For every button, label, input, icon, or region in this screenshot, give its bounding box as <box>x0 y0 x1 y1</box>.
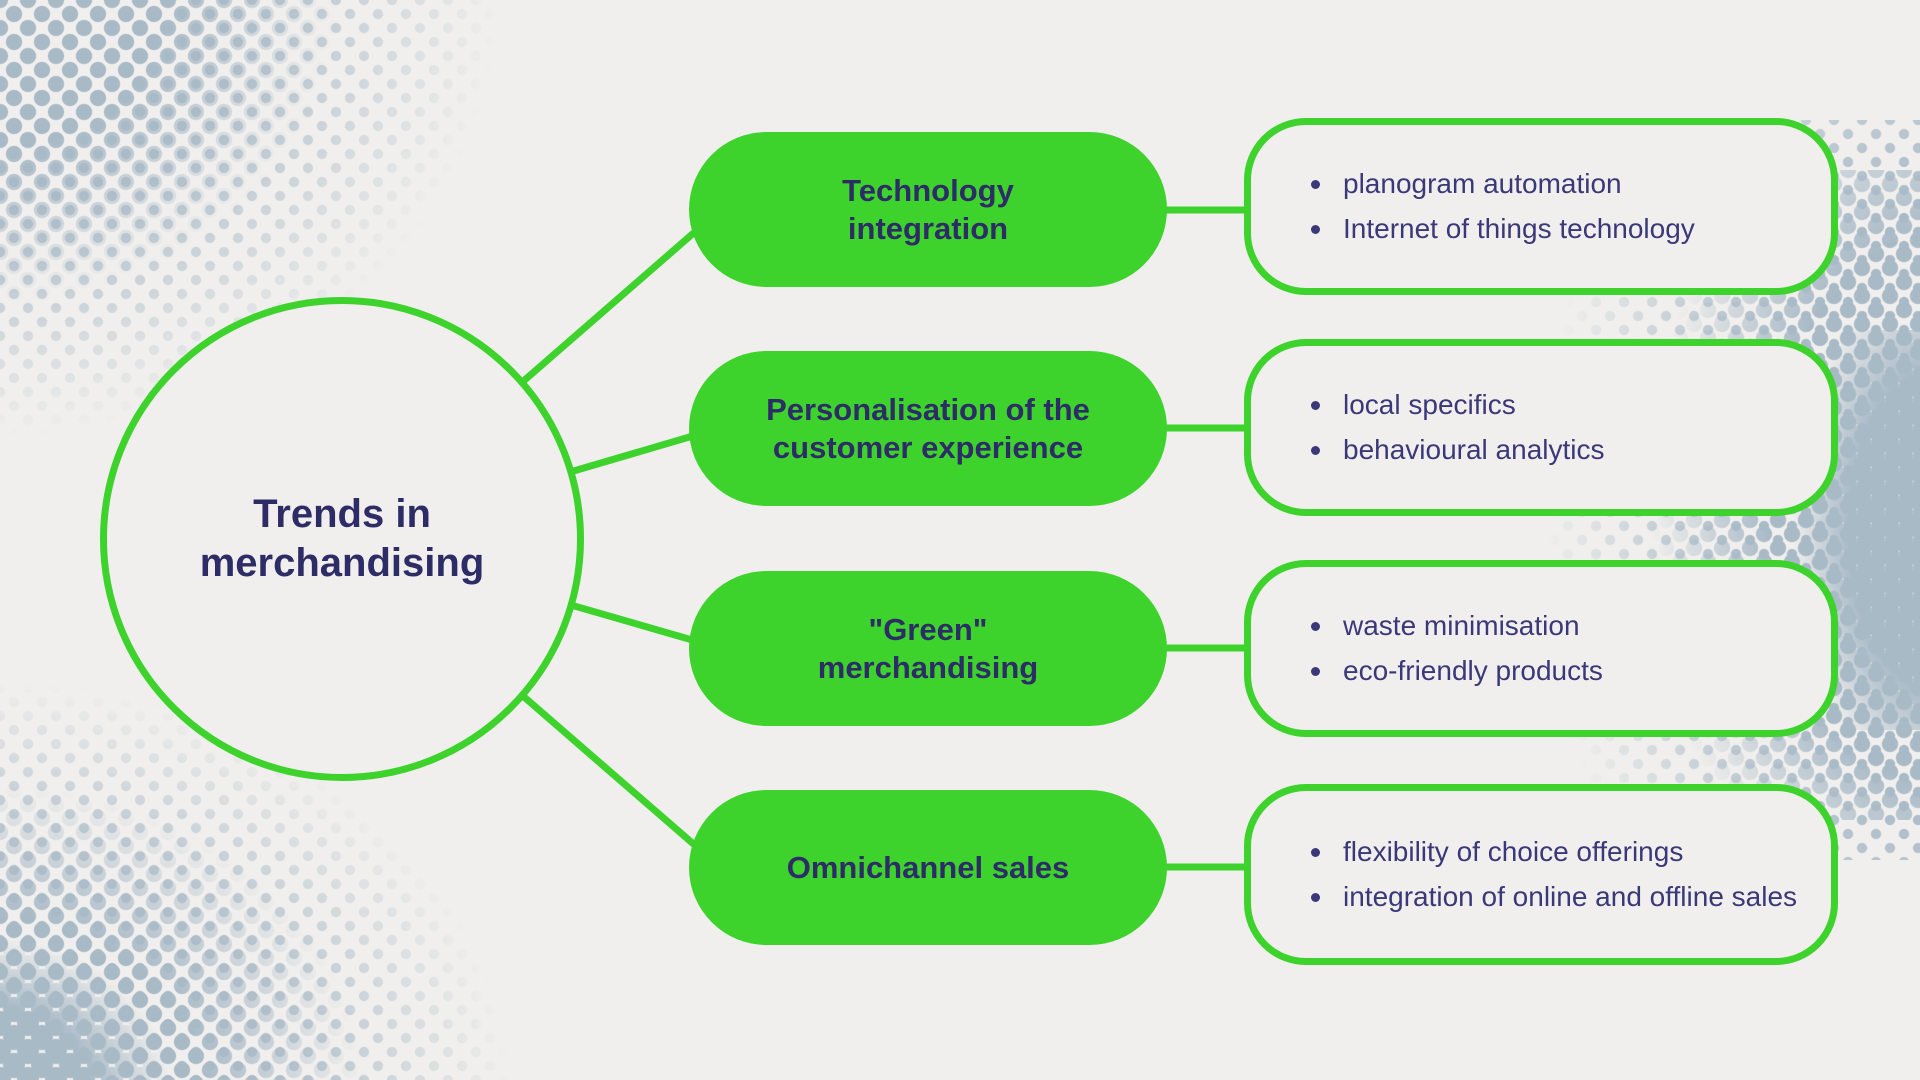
detail-box-technology-integration: planogram automation Internet of things … <box>1244 118 1838 295</box>
bullet-list: planogram automation Internet of things … <box>1303 158 1807 256</box>
branch-node-omnichannel-sales: Omnichannel sales <box>689 790 1167 945</box>
branch-label: "Green" merchandising <box>817 612 1039 685</box>
branch-label: Technology integration <box>842 173 1014 246</box>
bullet-list: waste minimisation eco-friendly products <box>1303 600 1807 698</box>
bullet-item: planogram automation <box>1303 166 1807 203</box>
branch-node-personalisation: Personalisation of the customer experien… <box>689 351 1167 506</box>
bullet-item: waste minimisation <box>1303 608 1807 645</box>
bullet-list: local specifics behavioural analytics <box>1303 379 1807 477</box>
bullet-item: Internet of things technology <box>1303 211 1807 248</box>
branch-label: Omnichannel sales <box>786 849 1070 885</box>
bullet-item: behavioural analytics <box>1303 432 1807 469</box>
central-topic-node: Trends in merchandising <box>100 297 584 781</box>
bullet-item: flexibility of choice offerings <box>1303 834 1807 871</box>
branch-node-green-merchandising: "Green" merchandising <box>689 571 1167 726</box>
detail-box-omnichannel-sales: flexibility of choice offerings integrat… <box>1244 784 1838 965</box>
branch-node-technology-integration: Technology integration <box>689 132 1167 287</box>
bullet-item: local specifics <box>1303 387 1807 424</box>
detail-box-green-merchandising: waste minimisation eco-friendly products <box>1244 560 1838 737</box>
detail-box-personalisation: local specifics behavioural analytics <box>1244 339 1838 516</box>
branch-label: Personalisation of the customer experien… <box>766 392 1090 465</box>
bullet-item: integration of online and offline sales <box>1303 879 1807 916</box>
central-topic-label: Trends in merchandising <box>199 492 485 585</box>
bullet-list: flexibility of choice offerings integrat… <box>1303 826 1807 924</box>
bullet-item: eco-friendly products <box>1303 653 1807 690</box>
